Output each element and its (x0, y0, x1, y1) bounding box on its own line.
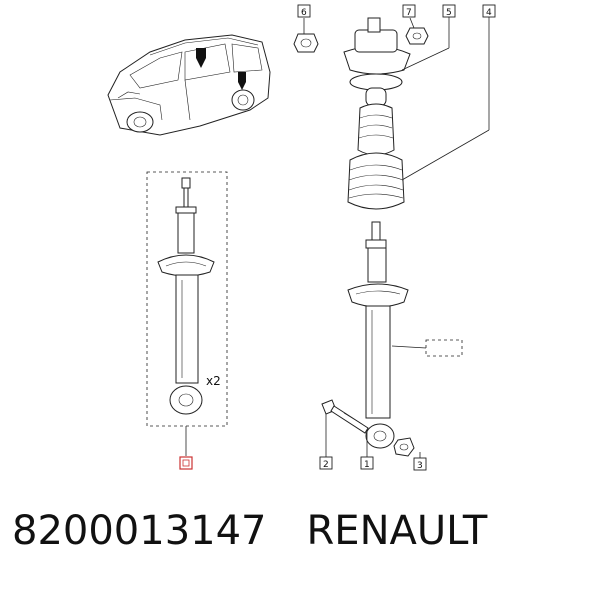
svg-text:3: 3 (417, 461, 423, 471)
assembly-reference-box (179, 456, 193, 470)
exploded-parts-diagram: x2 (107, 4, 496, 471)
callout-7: 7 (402, 4, 416, 18)
svg-text:5: 5 (446, 8, 452, 18)
svg-text:6: 6 (301, 8, 307, 18)
shock-absorber-pair: x2 (146, 171, 228, 427)
nut-3 (393, 437, 415, 457)
svg-text:1: 1 (364, 460, 370, 470)
quantity-label: x2 (206, 374, 221, 388)
part-number: 8200013147 (12, 508, 267, 554)
bolt-2 (321, 399, 369, 434)
callout-2: 2 (319, 456, 333, 470)
svg-text:7: 7 (406, 8, 412, 18)
bump-stop (357, 87, 395, 156)
nut-6 (293, 33, 319, 53)
callout-5: 5 (442, 4, 456, 18)
part-caption: 8200013147 RENAULT (12, 508, 487, 568)
callout-6: 6 (297, 4, 311, 18)
callout-3: 3 (413, 457, 427, 471)
car-illustration (107, 34, 271, 136)
svg-text:4: 4 (486, 8, 492, 18)
callout-4: 4 (482, 4, 496, 18)
top-mount (343, 17, 411, 91)
callout-1: 1 (360, 456, 374, 470)
svg-text:2: 2 (323, 460, 329, 470)
brand-name: RENAULT (306, 508, 488, 554)
nut-7 (405, 27, 429, 45)
dust-boot (347, 152, 405, 210)
shock-absorber (347, 221, 409, 449)
